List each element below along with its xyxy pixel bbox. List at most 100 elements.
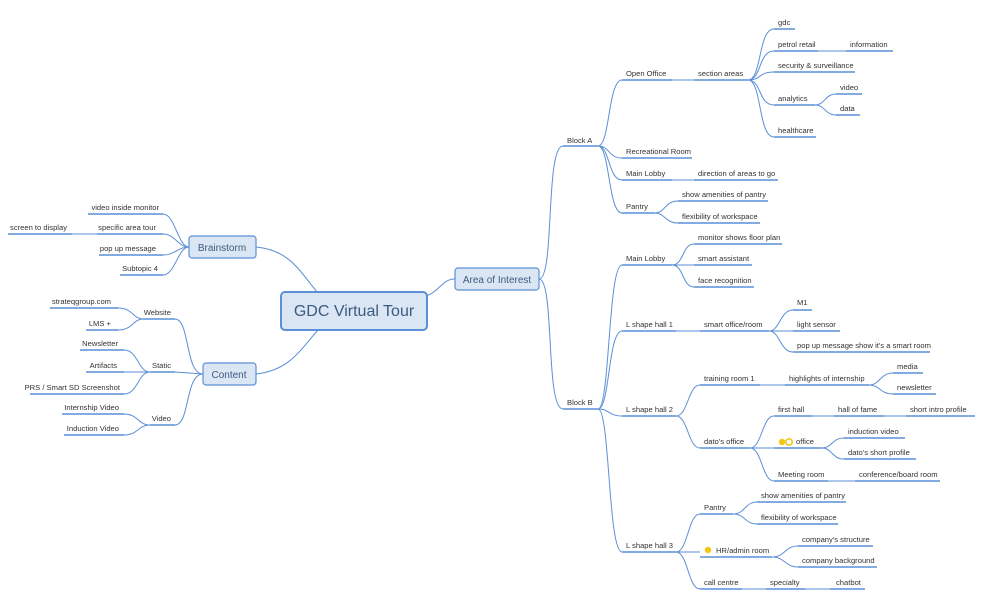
root-topic-box[interactable] [280, 291, 428, 331]
amenities-a-node[interactable]: show amenities of pantry [682, 190, 766, 199]
chatbot-node[interactable]: chatbot [836, 578, 862, 587]
direction-node[interactable]: direction of areas to go [698, 169, 775, 178]
topic-content[interactable]: Content [202, 362, 257, 386]
company-structure-node[interactable]: company's structure [802, 535, 870, 544]
connector-blocka-lobby [597, 145, 623, 181]
main-lobby-b-node[interactable]: Main Lobby [626, 254, 665, 263]
information-node[interactable]: information [850, 40, 888, 49]
video-a-node[interactable]: video [840, 83, 858, 92]
connector-section-security [747, 71, 775, 81]
artifacts-node[interactable]: Artifacts [90, 361, 118, 370]
l-hall-1-node[interactable]: L shape hall 1 [626, 320, 673, 329]
conference-node[interactable]: conference/board room [859, 470, 938, 479]
connector-content-website [174, 318, 204, 375]
amenities-b-node[interactable]: show amenities of pantry [761, 491, 845, 500]
connector-section-gdc [747, 28, 775, 81]
flexibility-a-node[interactable]: flexibility of workspace [682, 212, 758, 221]
topic-brainstorm[interactable]: Brainstorm [188, 235, 257, 259]
connector-highlights-media [868, 372, 894, 386]
popup-smart-node[interactable]: pop up message show it's a smart room [797, 341, 931, 350]
block-a-node[interactable]: Block A [567, 136, 593, 145]
strateq-node[interactable]: strateqgroup.com [52, 297, 111, 306]
area-of-interest-box[interactable] [454, 267, 540, 291]
monitor-floor-node[interactable]: monitor shows floor plan [698, 233, 780, 242]
static-node[interactable]: Static [152, 361, 171, 370]
recreational-room-node[interactable]: Recreational Room [626, 147, 691, 156]
media-node[interactable]: media [897, 362, 918, 371]
specialty-node[interactable]: specialty [770, 578, 800, 587]
pantry-a-node[interactable]: Pantry [626, 202, 648, 211]
connector-video-induction [123, 424, 151, 436]
connector-blockb-hall2 [597, 408, 623, 417]
short-intro-node[interactable]: short intro profile [910, 405, 967, 414]
connector-dato-meeting [749, 447, 775, 482]
block-b-node[interactable]: Block B [567, 398, 593, 407]
hall-of-fame-node[interactable]: hall of fame [838, 405, 877, 414]
section-areas-node[interactable]: section areas [698, 69, 743, 78]
connector-analytics-data [814, 104, 837, 116]
connector-smart-popup [768, 330, 794, 353]
open-office-node[interactable]: Open Office [626, 69, 666, 78]
hr-marker-icon [704, 546, 712, 554]
video-monitor-node[interactable]: video inside monitor [91, 203, 159, 212]
content-subtree: Website strateqgroup.com LMS + Static Ne… [25, 297, 175, 436]
data-node[interactable]: data [840, 104, 856, 113]
internship-video-node[interactable]: Internship Video [64, 403, 119, 412]
office-node[interactable]: office [796, 437, 814, 446]
training-room-node[interactable]: training room 1 [704, 374, 755, 383]
company-background-node[interactable]: company background [802, 556, 875, 565]
flexibility-b-node[interactable]: flexibility of workspace [761, 513, 837, 522]
prs-node[interactable]: PRS / Smart SD Screenshot [25, 383, 121, 392]
meeting-room-node[interactable]: Meeting room [778, 470, 824, 479]
connector-hall2-training [675, 384, 701, 417]
gdc-node[interactable]: gdc [778, 18, 790, 27]
newsletter-c-node[interactable]: Newsletter [82, 339, 118, 348]
l-hall-2-node[interactable]: L shape hall 2 [626, 405, 673, 414]
yellow-marker-icon [778, 438, 786, 446]
induction-video-b-node[interactable]: induction video [848, 427, 899, 436]
root-topic[interactable]: GDC Virtual Tour [280, 291, 428, 331]
security-node[interactable]: security & surveillance [778, 61, 854, 70]
induction-video-c-node[interactable]: Induction Video [67, 424, 119, 433]
smart-assistant-node[interactable]: smart assistant [698, 254, 750, 263]
connector-hall3-call [675, 551, 701, 590]
website-node[interactable]: Website [144, 308, 171, 317]
root-topic-label: GDC Virtual Tour [294, 303, 415, 320]
analytics-node[interactable]: analytics [778, 94, 808, 103]
first-hall-node[interactable]: first hall [778, 405, 804, 414]
brainstorm-box[interactable] [188, 235, 257, 259]
topic-area-of-interest[interactable]: Area of Interest [454, 267, 540, 291]
content-box[interactable] [202, 362, 257, 386]
screen-display-node[interactable]: screen to display [10, 223, 67, 232]
newsletter-b-node[interactable]: newsletter [897, 383, 932, 392]
office-markers [778, 437, 793, 446]
call-centre-node[interactable]: call centre [704, 578, 739, 587]
datos-profile-node[interactable]: dato's short profile [848, 448, 910, 457]
light-sensor-node[interactable]: light sensor [797, 320, 836, 329]
popup-node[interactable]: pop up message [100, 244, 156, 253]
main-lobby-a-node[interactable]: Main Lobby [626, 169, 665, 178]
highlights-node[interactable]: highlights of internship [789, 374, 865, 383]
connector-static-newsletter [123, 349, 151, 373]
subtopic4-node[interactable]: Subtopic 4 [122, 264, 158, 273]
datos-office-node[interactable]: dato's office [704, 437, 744, 446]
healthcare-node[interactable]: healthcare [778, 126, 813, 135]
smart-office-node[interactable]: smart office/room [704, 320, 763, 329]
lms-node[interactable]: LMS + [89, 319, 112, 328]
connector-pantry-flex [654, 212, 679, 224]
connector-blockb-lobby [597, 264, 623, 410]
connector-smart-m1 [768, 309, 794, 332]
specific-tour-node[interactable]: specific area tour [98, 223, 156, 232]
face-recognition-node[interactable]: face recognition [698, 276, 752, 285]
hr-admin-node[interactable]: HR/admin room [716, 546, 769, 555]
petrol-retail-node[interactable]: petrol retail [778, 40, 816, 49]
connector-blocka-openoffice [597, 79, 623, 147]
pantry-b-node[interactable]: Pantry [704, 503, 726, 512]
l-hall-3-node[interactable]: L shape hall 3 [626, 541, 673, 550]
connector-hr-background [771, 556, 799, 568]
connector-section-analytics [747, 79, 775, 106]
video-c-node[interactable]: Video [152, 414, 171, 423]
connector-content-static [174, 371, 204, 375]
m1-node[interactable]: M1 [797, 298, 808, 307]
connector-brainstorm-tour [162, 233, 190, 248]
